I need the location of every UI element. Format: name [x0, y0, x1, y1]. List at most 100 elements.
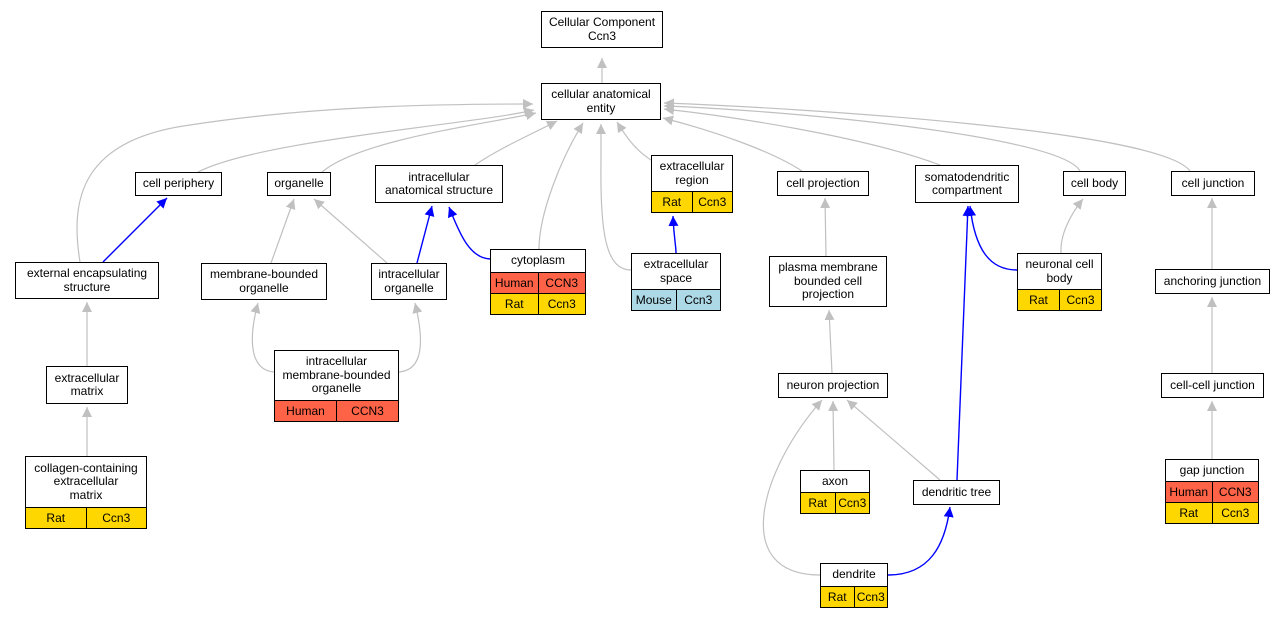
annotation-row: Rat Ccn3 — [801, 492, 869, 513]
node-organelle[interactable]: organelle — [267, 172, 331, 196]
annotation-row: Human CCN3 — [275, 400, 398, 421]
species-cell: Rat — [827, 590, 847, 604]
edge-ecspace-to-ecregion — [668, 215, 679, 254]
gene-cell: Ccn3 — [675, 290, 721, 310]
node-label: intracellular membrane-bounded organelle — [282, 354, 391, 396]
gene-cell: Ccn3 — [537, 294, 586, 314]
edge-neuronproj-to-pmbcp — [824, 309, 835, 374]
node-cellbody[interactable]: cell body — [1063, 171, 1126, 196]
node-anchoring[interactable]: anchoring junction — [1155, 269, 1270, 294]
gene-cell: Ccn3 — [1059, 290, 1101, 310]
annotation-row: Rat Ccn3 — [491, 293, 585, 314]
node-label: cell projection — [786, 175, 860, 190]
node-cc[interactable]: Cellular Component Ccn3 — [541, 11, 663, 48]
node-ees[interactable]: external encapsulating structure — [15, 262, 159, 299]
node-label: extracellular matrix — [54, 370, 120, 398]
node-label: cytoplasm — [510, 253, 566, 268]
node-junction[interactable]: cell junction — [1171, 171, 1255, 196]
species-cell: Rat — [808, 496, 828, 510]
gene-cell: Ccn3 — [834, 493, 870, 513]
node-label: plasma membrane bounded cell projection — [778, 260, 878, 302]
edge-ecspace-to-cae — [596, 124, 632, 271]
node-label: intracellular anatomical structure — [384, 169, 494, 197]
gene-cell: CCN3 — [336, 401, 398, 421]
edge-io-to-organelle — [313, 198, 388, 264]
node-somato[interactable]: somatodendritic compartment — [915, 165, 1019, 203]
edge-axon-to-neuronproj — [828, 400, 839, 471]
node-periphery[interactable]: cell periphery — [135, 172, 222, 196]
node-label: intracellular organelle — [378, 267, 440, 295]
edge-cytoplasm-to-ias — [448, 206, 491, 260]
edge-somato-to-cae — [663, 105, 941, 166]
node-ias[interactable]: intracellular anatomical structure — [375, 165, 503, 203]
node-label: organelle — [274, 176, 324, 191]
node-projection[interactable]: cell projection — [777, 171, 869, 196]
edge-cellbody-to-cae — [663, 101, 1081, 172]
node-mbo[interactable]: membrane-bounded organelle — [201, 263, 327, 300]
node-pmbcp[interactable]: plasma membrane bounded cell projection — [769, 256, 887, 307]
gene-cell: Ccn3 — [691, 192, 733, 212]
node-ccjunction[interactable]: cell-cell junction — [1161, 373, 1264, 398]
edge-cytoplasm-to-cae — [538, 122, 584, 250]
edge-ias-to-cae — [474, 120, 558, 166]
node-label: extracellular region — [659, 159, 725, 187]
node-io[interactable]: intracellular organelle — [371, 263, 447, 300]
node-label: cell-cell junction — [1170, 377, 1255, 392]
edge-dendrite-to-dtree — [887, 506, 954, 576]
node-cae[interactable]: cellular anatomical entity — [541, 83, 661, 120]
node-label: external encapsulating structure — [26, 266, 148, 294]
species-cell: Rat — [662, 195, 682, 209]
node-label: extracellular space — [643, 257, 709, 285]
species-cell: Rat — [1179, 506, 1199, 520]
node-label: neuron projection — [786, 377, 880, 392]
species-cell: Mouse — [635, 293, 672, 307]
annotation-row: Rat Ccn3 — [1166, 502, 1258, 523]
gene-cell: CCN3 — [537, 273, 586, 293]
edge-imbo-to-io — [398, 302, 423, 373]
species-cell: Human — [286, 404, 325, 418]
node-imbo[interactable]: intracellular membrane-bounded organelle… — [274, 350, 399, 422]
species-cell: Human — [1169, 485, 1209, 499]
edge-dtree-to-somato — [956, 205, 973, 481]
gene-cell: Ccn3 — [853, 587, 888, 607]
edge-imbo-to-mbo — [250, 302, 275, 373]
node-label: dendrite — [832, 567, 876, 582]
edge-io-to-ias — [416, 205, 435, 264]
gene-cell: Ccn3 — [1211, 503, 1259, 523]
annotation-row: Rat Ccn3 — [652, 191, 732, 212]
edge-ncb-to-somato — [966, 205, 1018, 271]
node-collagen[interactable]: collagen-containing extracellular matrix… — [25, 456, 147, 529]
node-neuronproj[interactable]: neuron projection — [778, 373, 888, 398]
node-ecmatrix[interactable]: extracellular matrix — [46, 366, 128, 404]
edge-ncb-to-cellbody — [1060, 198, 1084, 254]
edge-projection-to-cae — [662, 115, 803, 172]
node-label: cell body — [1070, 175, 1119, 190]
node-label: gap junction — [1179, 462, 1245, 477]
species-cell: Rat — [504, 297, 524, 311]
edge-ees-to-periphery — [102, 197, 168, 263]
node-label: Cellular Component Ccn3 — [548, 15, 656, 43]
edge-ees-to-cae — [76, 99, 534, 263]
node-label: axon — [821, 473, 849, 488]
edge-organelle-to-cae — [321, 110, 537, 173]
node-dtree[interactable]: dendritic tree — [913, 480, 1000, 505]
gene-cell: CCN3 — [1211, 482, 1259, 502]
node-label: cellular anatomical entity — [551, 87, 651, 115]
node-label: membrane-bounded organelle — [209, 267, 319, 295]
edge-periphery-to-cae — [197, 107, 535, 173]
edge-pmbcp-to-projection — [820, 197, 831, 257]
node-label: cell junction — [1181, 175, 1245, 190]
